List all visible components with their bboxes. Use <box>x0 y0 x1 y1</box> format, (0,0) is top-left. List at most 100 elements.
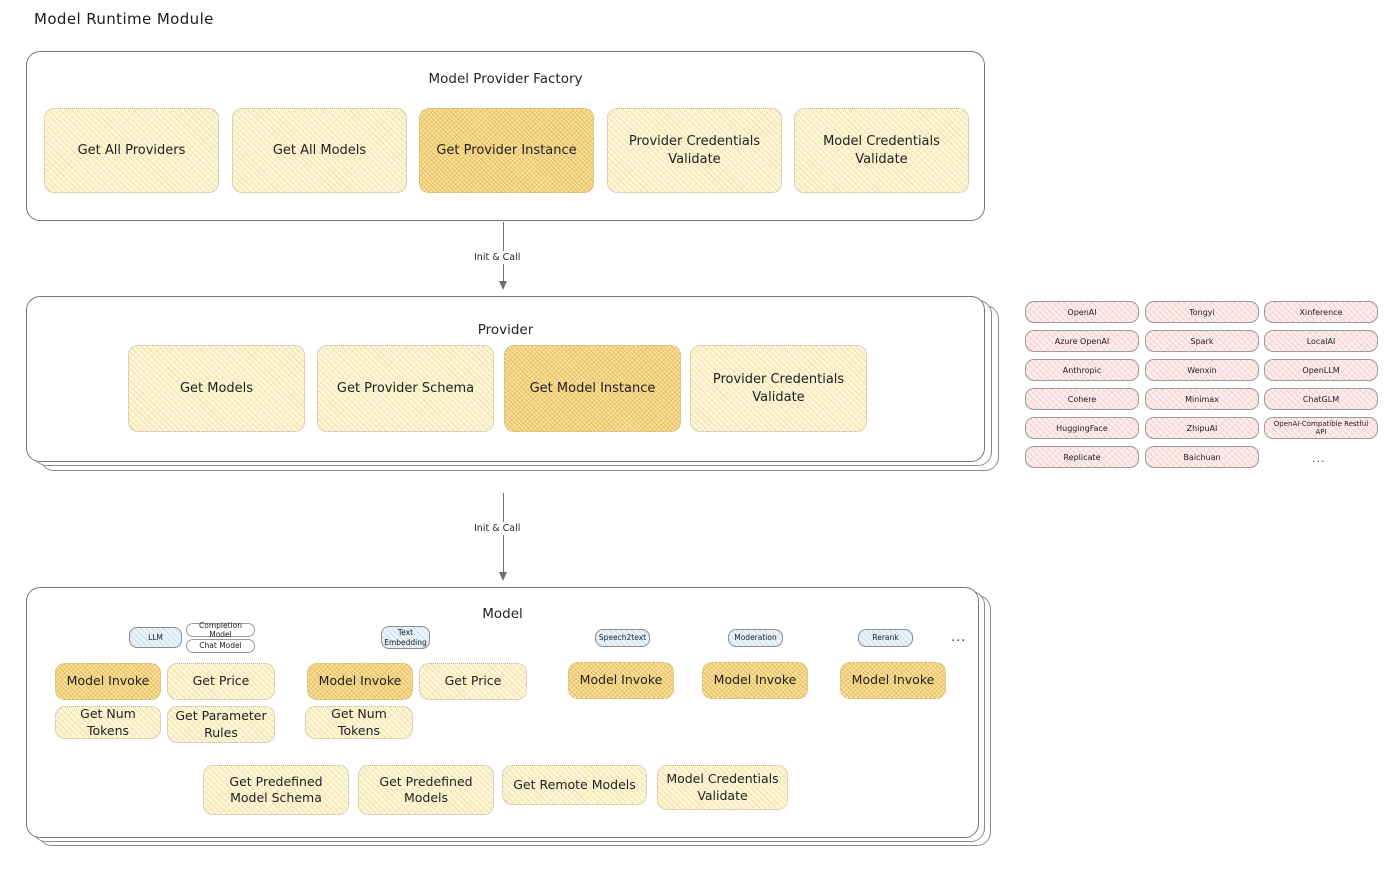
provider-node-get-models[interactable]: Get Models <box>128 345 305 432</box>
provider-list-label: Anthropic <box>1062 365 1102 375</box>
llm-op-label: Get Price <box>192 673 250 689</box>
provider-list-label: HuggingFace <box>1056 423 1108 433</box>
arrow-provider-to-model-head <box>499 572 507 581</box>
text-embedding-op-get-num-tokens[interactable]: Get Num Tokens <box>305 706 413 739</box>
llm-op-get-parameter-rules[interactable]: Get Parameter Rules <box>167 706 275 743</box>
provider-list-item-cohere[interactable]: Cohere <box>1025 388 1139 410</box>
provider-list-label: ZhipuAI <box>1186 423 1218 433</box>
provider-list-label: OpenLLM <box>1302 365 1340 375</box>
model-type-badge-label: Rerank <box>872 633 899 643</box>
moderation-op-model-invoke[interactable]: Model Invoke <box>702 662 808 699</box>
factory-node-label: Get All Providers <box>77 142 186 158</box>
text-embedding-op-get-price[interactable]: Get Price <box>419 663 527 700</box>
provider-list-label: OpenAI <box>1067 307 1097 317</box>
arrow-factory-to-provider-label: Init & Call <box>470 251 525 264</box>
text-embedding-op-label: Get Num Tokens <box>331 706 387 738</box>
model-type-badge-label: Speech2text <box>598 633 647 643</box>
model-type-badge-moderation[interactable]: Moderation <box>728 629 783 647</box>
model-type-badge-speech2text[interactable]: Speech2text <box>595 629 650 647</box>
provider-list-item-replicate[interactable]: Replicate <box>1025 446 1139 468</box>
factory-node-label: Get Provider Instance <box>436 142 577 158</box>
provider-list-label: Replicate <box>1063 452 1101 462</box>
text-embedding-op-label: Get Price <box>444 673 502 689</box>
provider-list-label: ChatGLM <box>1302 394 1340 404</box>
factory-node-get-all-models[interactable]: Get All Models <box>232 108 407 193</box>
provider-node-get-provider-schema[interactable]: Get Provider Schema <box>317 345 494 432</box>
model-common-op-label: Model Credentials Validate <box>666 771 779 803</box>
provider-list-label: Azure OpenAI <box>1054 336 1110 346</box>
model-type-badge-rerank[interactable]: Rerank <box>858 629 913 647</box>
provider-title: Provider <box>477 322 534 338</box>
factory-node-provider-credentials-validate[interactable]: Provider Credentials Validate <box>607 108 782 193</box>
provider-list-item-azure-openai[interactable]: Azure OpenAI <box>1025 330 1139 352</box>
arrow-factory-to-provider-head <box>499 281 507 290</box>
factory-node-label: Provider Credentials Validate <box>628 134 761 167</box>
provider-list-item-baichuan[interactable]: Baichuan <box>1145 446 1259 468</box>
provider-node-label: Get Model Instance <box>529 380 656 396</box>
llm-op-get-price[interactable]: Get Price <box>167 663 275 700</box>
provider-list-label: Wenxin <box>1187 365 1217 375</box>
model-type-badge-llm[interactable]: LLM <box>129 627 182 648</box>
speech2text-op-model-invoke[interactable]: Model Invoke <box>568 662 674 699</box>
llm-op-label: Model Invoke <box>66 673 150 689</box>
provider-list-item-minimax[interactable]: Minimax <box>1145 388 1259 410</box>
model-subtype-badge-label: Completion Model <box>199 620 242 639</box>
provider-list-more-ellipsis: ... <box>1312 452 1326 465</box>
speech2text-op-label: Model Invoke <box>579 672 663 688</box>
provider-node-label: Get Provider Schema <box>336 380 475 396</box>
provider-list-item-zhipuai[interactable]: ZhipuAI <box>1145 417 1259 439</box>
model-common-op-get-predefined-models[interactable]: Get Predefined Models <box>358 765 494 815</box>
model-common-op-label: Get Predefined Model Schema <box>229 773 323 806</box>
arrow-provider-to-model-label: Init & Call <box>470 522 525 535</box>
model-common-op-label: Get Predefined Models <box>379 773 473 806</box>
factory-node-get-all-providers[interactable]: Get All Providers <box>44 108 219 193</box>
rerank-op-model-invoke[interactable]: Model Invoke <box>840 662 946 699</box>
model-common-op-label: Get Remote Models <box>513 776 636 792</box>
provider-node-provider-credentials-validate[interactable]: Provider Credentials Validate <box>690 345 867 432</box>
provider-node-get-model-instance[interactable]: Get Model Instance <box>504 345 681 432</box>
provider-list-label: LocalAI <box>1306 336 1336 346</box>
llm-op-model-invoke[interactable]: Model Invoke <box>55 663 161 700</box>
provider-list-item-chatglm[interactable]: ChatGLM <box>1264 388 1378 410</box>
provider-list-label: Xinference <box>1299 307 1343 317</box>
moderation-op-label: Model Invoke <box>713 672 797 688</box>
model-type-badge-label: LLM <box>148 632 163 642</box>
text-embedding-op-model-invoke[interactable]: Model Invoke <box>307 663 413 700</box>
provider-list-item-wenxin[interactable]: Wenxin <box>1145 359 1259 381</box>
llm-op-label: Get Num Tokens <box>80 706 136 738</box>
factory-node-get-provider-instance[interactable]: Get Provider Instance <box>419 108 594 193</box>
model-subtype-badge-label: Chat Model <box>199 641 242 651</box>
provider-list-item-openai-compatible-restful-api[interactable]: OpenAI-Compatible Restful API <box>1264 417 1378 439</box>
provider-list-item-localai[interactable]: LocalAI <box>1264 330 1378 352</box>
text-embedding-op-label: Model Invoke <box>318 673 402 689</box>
provider-list-label: OpenAI-Compatible Restful API <box>1273 420 1369 436</box>
model-provider-factory-title: Model Provider Factory <box>428 71 583 87</box>
model-common-op-get-predefined-model-schema[interactable]: Get Predefined Model Schema <box>203 765 349 815</box>
llm-op-label: Get Parameter Rules <box>175 708 267 740</box>
provider-list-item-openai[interactable]: OpenAI <box>1025 301 1139 323</box>
model-subtype-badge-chat-model[interactable]: Chat Model <box>186 639 255 653</box>
model-type-badge-label: Text Embedding <box>384 628 427 647</box>
model-type-badge-text-embedding[interactable]: Text Embedding <box>381 626 430 649</box>
provider-list-item-spark[interactable]: Spark <box>1145 330 1259 352</box>
model-subtype-badge-completion-model[interactable]: Completion Model <box>186 620 255 639</box>
model-common-op-model-credentials-validate[interactable]: Model Credentials Validate <box>657 765 788 810</box>
provider-list-label: Minimax <box>1185 394 1219 404</box>
provider-list-item-huggingface[interactable]: HuggingFace <box>1025 417 1139 439</box>
provider-list-item-xinference[interactable]: Xinference <box>1264 301 1378 323</box>
model-type-badge-label: Moderation <box>734 633 777 643</box>
provider-list-item-anthropic[interactable]: Anthropic <box>1025 359 1139 381</box>
provider-list-item-tongyi[interactable]: Tongyi <box>1145 301 1259 323</box>
provider-list-label: Tongyi <box>1189 307 1215 317</box>
model-common-op-get-remote-models[interactable]: Get Remote Models <box>502 765 647 805</box>
provider-list-item-openllm[interactable]: OpenLLM <box>1264 359 1378 381</box>
factory-node-label: Get All Models <box>272 142 367 158</box>
rerank-op-label: Model Invoke <box>851 672 935 688</box>
model-title: Model <box>482 606 523 622</box>
provider-list-label: Spark <box>1190 336 1214 346</box>
factory-node-label: Model Credentials Validate <box>823 134 940 167</box>
factory-node-model-credentials-validate[interactable]: Model Credentials Validate <box>794 108 969 193</box>
llm-op-get-num-tokens[interactable]: Get Num Tokens <box>55 706 161 739</box>
provider-node-label: Get Models <box>179 380 254 396</box>
